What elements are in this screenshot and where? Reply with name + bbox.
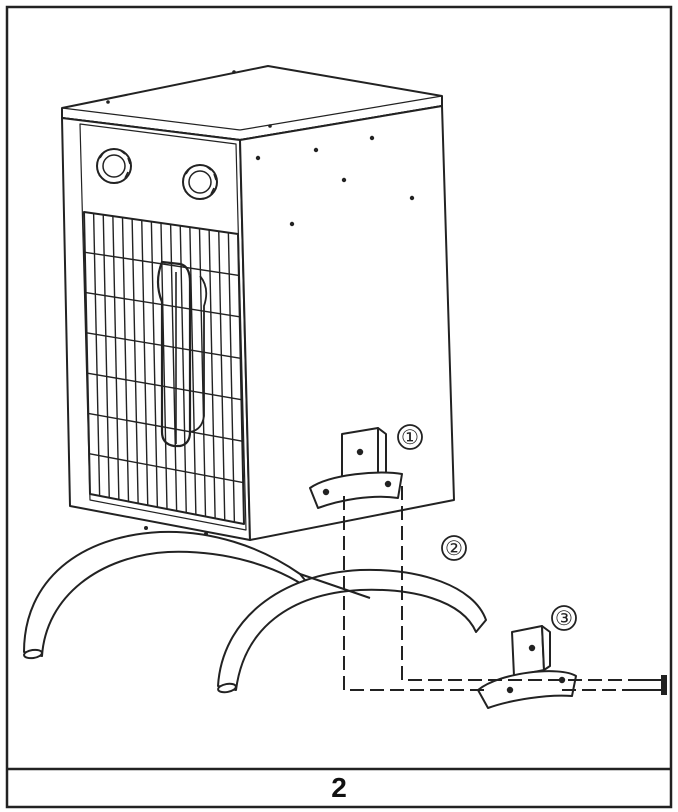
- grille-wire-vertical: [227, 232, 236, 523]
- assembly-guide-lines: [343, 486, 632, 691]
- tube-right-leg: [217, 568, 487, 691]
- grille-wire-vertical: [208, 229, 216, 519]
- grille-wire-vertical: [92, 213, 101, 496]
- grille-wire-vertical: [102, 214, 110, 498]
- callout-3-label: ③: [555, 608, 573, 630]
- callout-1-label: ①: [401, 427, 419, 449]
- callout-2: ②: [441, 535, 467, 561]
- grille-wire-vertical: [189, 227, 197, 515]
- callout-1: ①: [397, 424, 423, 450]
- grille-wire-horizontal: [86, 332, 241, 359]
- mounting-bracket-icon: [309, 427, 403, 509]
- tube-left-leg: [23, 530, 319, 657]
- grille-wire-vertical: [141, 220, 149, 506]
- screw-icon: [632, 675, 667, 695]
- figure-caption: 2: [331, 772, 347, 803]
- grille-wire-vertical: [112, 216, 120, 500]
- mounting-bracket-icon: [477, 625, 577, 709]
- fan-heater-illustration: [61, 65, 455, 541]
- grille-wire-horizontal: [89, 453, 244, 484]
- tube-stand-icon: [23, 530, 487, 694]
- callout-3: ③: [551, 605, 577, 631]
- grille-wire-vertical: [150, 221, 159, 508]
- grille-wire-vertical: [169, 224, 178, 511]
- grille-icon: [83, 211, 245, 525]
- grille-wire-vertical: [179, 225, 187, 513]
- grille-wire-horizontal: [88, 412, 243, 442]
- figure-frame: [5, 5, 673, 809]
- grille-wire-vertical: [218, 231, 226, 521]
- grille-wire-vertical: [131, 218, 139, 504]
- grille-wire-vertical: [121, 217, 130, 502]
- grille-wire-vertical: [160, 222, 168, 510]
- callout-2-label: ②: [445, 538, 463, 560]
- grille-wire-horizontal: [87, 372, 242, 401]
- control-knob-icon: [96, 148, 132, 184]
- side-screw-dots: [106, 70, 415, 536]
- control-knob-icon: [182, 164, 218, 200]
